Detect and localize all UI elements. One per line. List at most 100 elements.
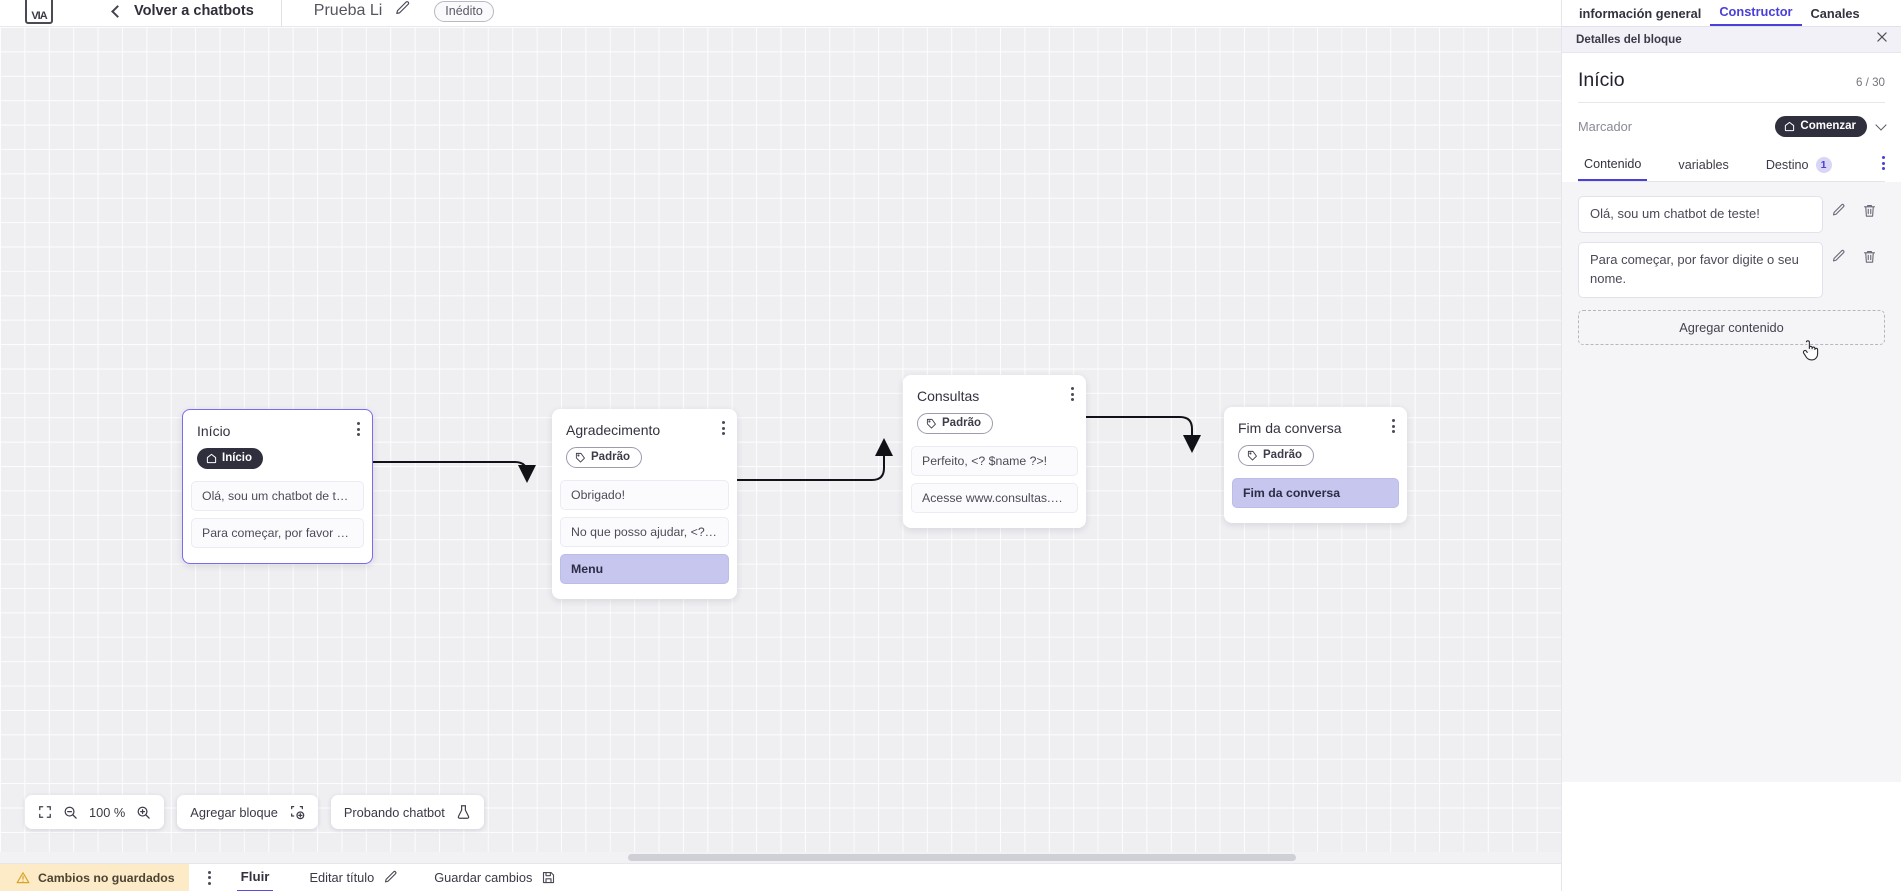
node-item-fim[interactable]: Fim da conversa	[1232, 478, 1399, 508]
add-content-button[interactable]: Agregar contenido	[1578, 309, 1885, 345]
marker-badge-label: Comenzar	[1800, 120, 1856, 132]
edit-title-label: Editar título	[309, 870, 375, 885]
pencil-icon	[385, 870, 397, 883]
scrollbar-thumb[interactable]	[628, 854, 1296, 861]
trash-icon	[1863, 204, 1876, 217]
content-delete-button[interactable]	[1854, 196, 1885, 218]
node-kebab-menu-icon[interactable]	[1392, 419, 1395, 433]
fit-screen-icon[interactable]	[38, 805, 52, 819]
home-icon	[1785, 121, 1795, 131]
panel-body: Início 6 / 30 Marcador Comenzar Contenid…	[1562, 53, 1901, 182]
add-block-icon	[289, 804, 305, 820]
pencil-icon	[1832, 249, 1845, 262]
tab-variables-label: variables	[1678, 158, 1729, 172]
zoom-level-label: 100 %	[89, 804, 126, 820]
node-badge-inicio[interactable]: Início	[197, 448, 264, 469]
node-item[interactable]: Para começar, por favor digite o ...	[191, 518, 364, 548]
edit-title-button[interactable]: Editar título	[309, 870, 398, 885]
trash-icon	[1863, 250, 1876, 263]
node-badge-row: Padrão	[1224, 436, 1407, 478]
node-kebab-menu-icon[interactable]	[357, 422, 360, 436]
panel-divider	[1578, 102, 1885, 103]
save-changes-label: Guardar cambios	[434, 870, 533, 885]
close-icon[interactable]	[1875, 30, 1889, 49]
add-block-label: Agregar bloque	[190, 804, 278, 820]
publish-status-badge: Inédito	[434, 0, 494, 22]
tag-icon	[1247, 450, 1257, 461]
content-edit-button[interactable]	[1823, 242, 1854, 264]
panel-kebab-menu-icon[interactable]	[1882, 156, 1885, 170]
node-badge-label: Padrão	[942, 417, 981, 429]
content-card[interactable]: Para começar, por favor digite o seu nom…	[1578, 241, 1823, 298]
node-badge-row: Padrão	[903, 404, 1086, 446]
zoom-in-icon[interactable]	[136, 805, 151, 820]
content-card[interactable]: Olá, sou um chatbot de teste!	[1578, 196, 1823, 233]
panel-subheader-title: Detalles del bloque	[1576, 33, 1682, 46]
node-item[interactable]: Obrigado!	[560, 480, 729, 510]
unsaved-changes-banner: Cambios no guardados	[0, 863, 189, 891]
chevron-down-icon[interactable]	[1875, 118, 1887, 131]
tab-canales[interactable]: Canales	[1810, 6, 1860, 21]
panel-title-row: Início 6 / 30	[1578, 53, 1885, 102]
flow-node-consultas[interactable]: Consultas Padrão Perfeito, <? $name ?>! …	[903, 375, 1086, 528]
back-to-chatbots-link[interactable]: Volver a chatbots	[134, 3, 254, 19]
flow-node-agradecimento[interactable]: Agradecimento Padrão Obrigado! No que po…	[552, 409, 737, 599]
node-header: Fim da conversa	[1224, 407, 1407, 436]
status-tab-fluir[interactable]: Fluir	[236, 864, 274, 891]
panel-subheader: Detalles del bloque	[1562, 27, 1901, 53]
panel-tab-bar: información general Constructor Canales	[1562, 0, 1901, 27]
node-item[interactable]: No que posso ajudar, <? $name ...	[560, 517, 729, 547]
node-badge-label: Início	[222, 452, 253, 464]
marker-row: Marcador Comenzar	[1578, 103, 1887, 149]
node-item[interactable]: Olá, sou um chatbot de teste!	[191, 481, 364, 511]
back-chevron-icon[interactable]	[111, 4, 124, 18]
zoom-out-icon[interactable]	[63, 805, 78, 820]
content-row: Olá, sou um chatbot de teste!	[1578, 196, 1885, 233]
node-header: Consultas	[903, 375, 1086, 404]
node-items: Olá, sou um chatbot de teste! Para começ…	[183, 481, 372, 563]
node-items: Obrigado! No que posso ajudar, <? $name …	[552, 480, 737, 599]
home-icon	[206, 453, 217, 463]
flow-node-inicio[interactable]: Início Início Olá, sou um chatbot de tes…	[182, 409, 373, 564]
node-item[interactable]: Acesse www.consultas.com par...	[911, 483, 1078, 513]
tab-constructor[interactable]: Constructor	[1710, 4, 1802, 26]
node-kebab-menu-icon[interactable]	[1071, 387, 1074, 401]
node-title: Agradecimento	[566, 422, 661, 438]
edit-title-pencil-icon[interactable]	[394, 0, 411, 22]
canvas-horizontal-scrollbar[interactable]	[0, 852, 1561, 863]
tag-icon	[575, 452, 585, 463]
toolbar-divider	[280, 0, 282, 27]
flow-canvas[interactable]: Início Início Olá, sou um chatbot de tes…	[0, 27, 1561, 863]
block-title: Início	[1578, 69, 1625, 91]
content-edit-button[interactable]	[1823, 196, 1854, 218]
content-list: Olá, sou um chatbot de teste! Para começ…	[1562, 182, 1901, 782]
node-items: Fim da conversa	[1224, 478, 1407, 523]
node-badge-row: Início	[183, 439, 372, 481]
save-changes-button[interactable]: Guardar cambios	[434, 870, 556, 885]
node-badge-padrao[interactable]: Padrão	[917, 413, 993, 434]
content-delete-button[interactable]	[1854, 242, 1885, 264]
content-tab-bar: Contenido variables Destino 1	[1578, 149, 1885, 182]
add-block-button[interactable]: Agregar bloque	[177, 795, 318, 829]
status-kebab-menu-icon[interactable]	[207, 870, 211, 885]
node-badge-padrao[interactable]: Padrão	[566, 447, 642, 468]
flow-node-fim-da-conversa[interactable]: Fim da conversa Padrão Fim da conversa	[1224, 407, 1407, 523]
tab-destino[interactable]: Destino 1	[1760, 151, 1838, 181]
tab-informacion-general[interactable]: información general	[1579, 6, 1702, 21]
app-logo-icon[interactable]: VIA	[25, 0, 53, 24]
tab-variables[interactable]: variables	[1672, 152, 1734, 180]
zoom-controls: 100 %	[25, 795, 165, 829]
status-bar: Cambios no guardados Fluir Editar título…	[0, 863, 1561, 891]
test-chatbot-button[interactable]: Probando chatbot	[330, 795, 484, 829]
node-item-menu[interactable]: Menu	[560, 554, 729, 584]
tab-contenido-label: Contenido	[1584, 157, 1642, 171]
tab-contenido[interactable]: Contenido	[1578, 151, 1648, 181]
node-badge-padrao[interactable]: Padrão	[1238, 445, 1314, 466]
marker-badge-comenzar[interactable]: Comenzar	[1775, 116, 1867, 137]
block-count: 6 / 30	[1855, 76, 1885, 89]
warning-icon	[16, 871, 30, 883]
unsaved-changes-label: Cambios no guardados	[38, 870, 175, 885]
details-panel: información general Constructor Canales …	[1561, 0, 1901, 891]
node-kebab-menu-icon[interactable]	[722, 421, 725, 435]
node-item[interactable]: Perfeito, <? $name ?>!	[911, 446, 1078, 476]
